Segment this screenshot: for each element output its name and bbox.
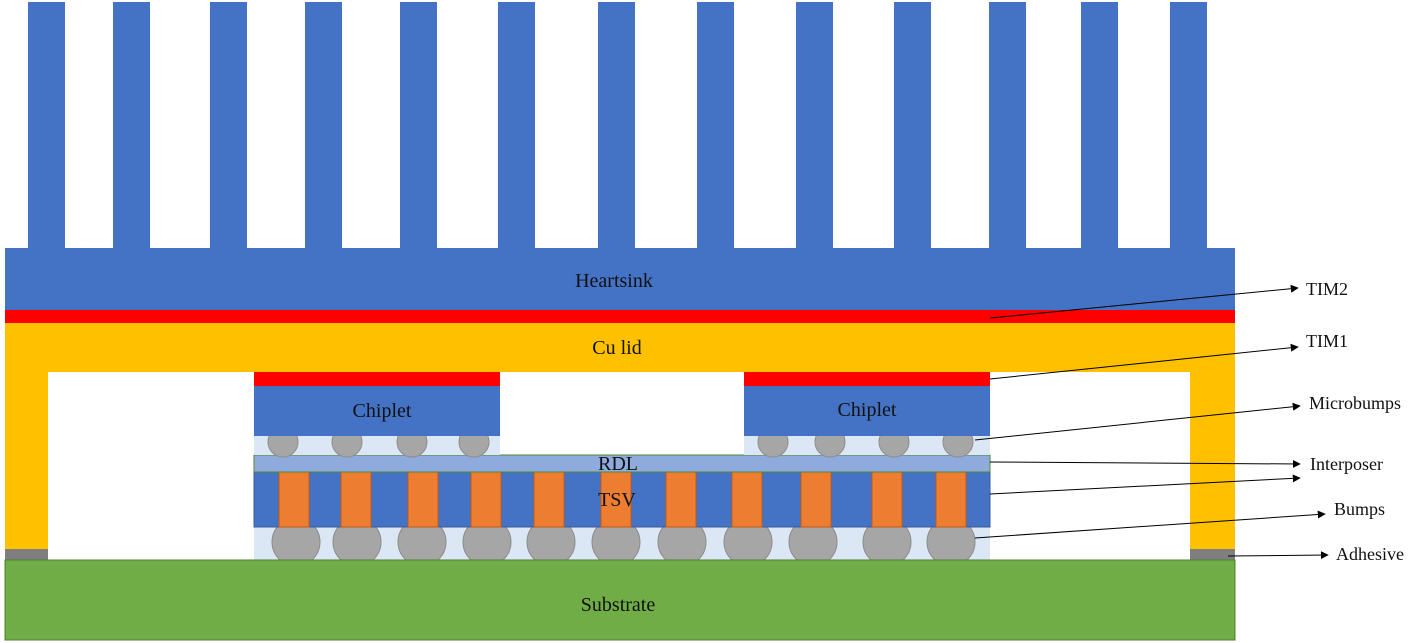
- adhesive-right: [1190, 549, 1235, 560]
- interposer-label: Interposer: [1310, 454, 1383, 474]
- chiplet-left-label: Chiplet: [353, 400, 412, 422]
- tsv: [407, 471, 439, 528]
- tim2-label: TIM2: [1306, 279, 1348, 299]
- tsv: [470, 471, 502, 528]
- bumps-row: [271, 517, 976, 567]
- chiplet-right-label: Chiplet: [838, 399, 897, 421]
- microbumps-arrow: [974, 402, 1301, 441]
- interposer-arrow: [989, 474, 1301, 495]
- tsv: [278, 471, 310, 528]
- tsv: [600, 471, 632, 528]
- heatsink-fin: [1170, 2, 1207, 252]
- bumps-arrow: [974, 510, 1326, 539]
- substrate: [4, 559, 1236, 641]
- tim2-layer: [5, 310, 1235, 323]
- cu-lid-label: Cu lid: [592, 337, 641, 359]
- chiplet-left: [254, 386, 500, 436]
- heatsink-fin: [400, 2, 437, 252]
- substrate-label: Substrate: [581, 594, 656, 616]
- tim1-left: [254, 372, 500, 386]
- tsv: [935, 471, 967, 528]
- rdl-to-interposer-arrow: [989, 459, 1301, 468]
- microbumps-label: Microbumps: [1309, 393, 1401, 413]
- heatsink-base: [5, 248, 1235, 310]
- tsv: [871, 471, 903, 528]
- rdl-layer: [253, 454, 991, 473]
- bumps-label: Bumps: [1334, 499, 1385, 519]
- rdl-label: RDL: [598, 453, 638, 475]
- tim1-arrow: [989, 343, 1299, 380]
- tsv: [731, 471, 763, 528]
- microbump-underfill-left: [254, 436, 500, 455]
- adhesive-arrow: [1227, 551, 1329, 560]
- heatsink-fin: [697, 2, 734, 252]
- microbump-underfill-right: [744, 436, 990, 455]
- adhesive-label: Adhesive: [1336, 544, 1404, 564]
- heatsink-fin: [113, 2, 150, 252]
- tim1-right: [744, 372, 990, 386]
- heatsink-fin: [498, 2, 535, 252]
- tsv-row: [278, 471, 967, 528]
- tsv: [665, 471, 697, 528]
- tsv: [800, 471, 832, 528]
- chiplet-right: [744, 386, 990, 436]
- tsv: [533, 471, 565, 528]
- heatsink-fin: [1081, 2, 1118, 252]
- tim2-arrow: [989, 284, 1299, 319]
- heatsink-fins: [28, 2, 1207, 252]
- adhesive-left: [5, 549, 48, 560]
- heatsink-fin: [28, 2, 65, 252]
- heatsink-fin: [796, 2, 833, 252]
- heatsink-fin: [989, 2, 1026, 252]
- tsv: [340, 471, 372, 528]
- heatsink-fin: [894, 2, 931, 252]
- heatsink-fin: [598, 2, 635, 252]
- tsv-label: TSV: [598, 489, 636, 511]
- heatsink-label: Heartsink: [575, 270, 653, 292]
- cu-lid: [5, 323, 1235, 550]
- heatsink-fin: [210, 2, 247, 252]
- heatsink-fin: [305, 2, 342, 252]
- tim1-label: TIM1: [1306, 331, 1348, 351]
